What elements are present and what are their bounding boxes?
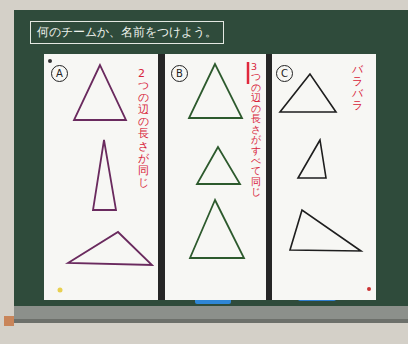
triangle [74,65,126,120]
marker-line [247,62,250,84]
team-letter: A [51,65,68,82]
magnet [367,287,371,291]
triangle [189,64,242,118]
triangle [290,210,361,251]
chalk-piece [4,316,14,326]
chalk-tray [14,306,408,320]
magnet [58,288,63,293]
triangle [68,232,152,265]
divider-strip [266,54,272,300]
team-rule-note: バラバラ [352,64,363,112]
paper-sheet [44,54,376,300]
triangle [280,74,336,112]
team-sheet: B 3つの辺の長さがすべて同じ [165,54,266,300]
tray-edge [14,319,408,323]
team-rule-note: 3つの辺の長さがすべて同じ [251,62,261,198]
triangle [197,147,240,184]
magnet [48,59,52,63]
team-letter: B [171,65,188,82]
team-sheet: A 2つの辺の長さが同じ [44,54,158,300]
team-rule-note: 2つの辺の長さが同じ [138,68,149,189]
team-letter: C [276,65,293,82]
triangle [93,140,116,210]
divider-strip [158,54,165,300]
blackboard [14,10,408,310]
triangle [190,200,244,258]
triangle [298,140,326,178]
board-heading: 何のチームか、名前をつけよう。 [30,21,224,44]
team-sheet: C バラバラ [272,54,376,300]
